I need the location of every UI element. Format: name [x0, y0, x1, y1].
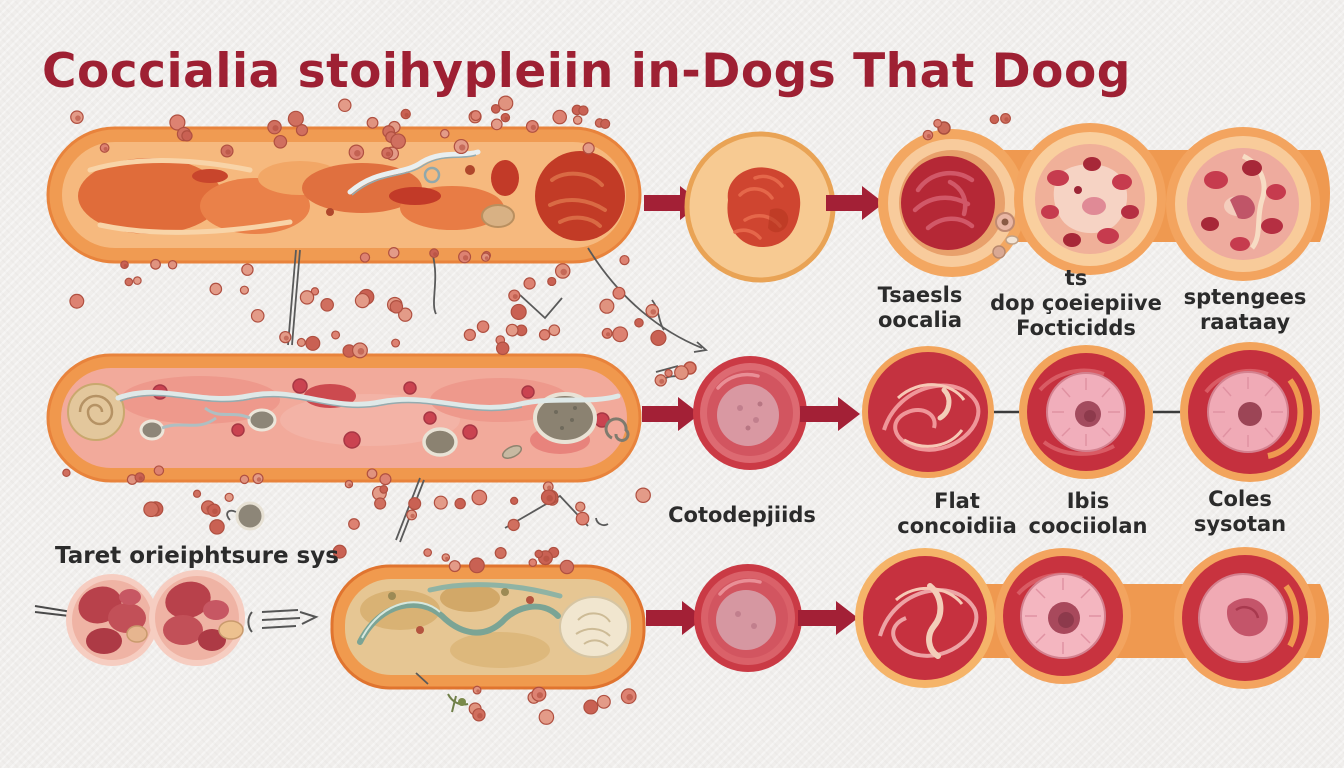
- arrow-row1-b: [826, 186, 884, 220]
- label-bottom-left: Taret orieiphtsure sys: [55, 543, 339, 569]
- label-row2-col3: Ibis coociiolan: [1028, 489, 1148, 538]
- label-row2-col1: Cotodepjiids: [668, 503, 816, 527]
- arrow-row2-a: [642, 397, 700, 431]
- intestine-row3: [330, 564, 646, 713]
- oocyst-circle-row1: [684, 131, 836, 283]
- nucleus-circle-row3-a: [995, 548, 1131, 684]
- infected-cell-circle-row2: [655, 356, 807, 470]
- nucleus-circle-row3-b: [1174, 547, 1316, 689]
- label-row2-col2: Flat concoidiia: [897, 489, 1017, 538]
- nucleus-circle-row2-a: [1019, 345, 1153, 479]
- swirl-circle-row3: [855, 548, 995, 688]
- page-title: Coccialia stoihypleiin in-Dogs That Doog: [42, 44, 1131, 99]
- cross-section-chain-row2: [862, 342, 1320, 482]
- label-row1-col1: Tsaesls oocalia: [877, 283, 963, 332]
- arrow-row3-b: [798, 601, 858, 635]
- swirl-circle-row2: [862, 346, 994, 478]
- arrow-row3-a: [646, 601, 704, 635]
- cross-section-row1-b: [1014, 123, 1166, 275]
- infected-cell-circle-row3: [694, 564, 802, 672]
- intestine-row2: [46, 353, 642, 483]
- cross-section-band-row1: [878, 121, 1330, 281]
- label-row1-col2: ts dop çoeiepiive Focticidds: [990, 266, 1162, 340]
- label-row2-col4: Coles sysotan: [1193, 487, 1287, 536]
- merozoite-parasites: [139, 392, 630, 459]
- nucleus-circle-row2-b: [1180, 342, 1320, 482]
- free-oocyst-sketch: [235, 501, 265, 531]
- arrow-row2-b: [800, 397, 860, 431]
- oocyst-dots-layer: [62, 95, 1011, 725]
- host-cells-row3: [34, 570, 319, 666]
- cross-section-row1-c: [1166, 127, 1320, 281]
- cross-section-row1-a: [878, 121, 1026, 277]
- label-row1-col3: sptengees raataay: [1183, 285, 1307, 334]
- intestine-row1: [46, 126, 642, 264]
- cross-section-band-row3: [855, 547, 1329, 689]
